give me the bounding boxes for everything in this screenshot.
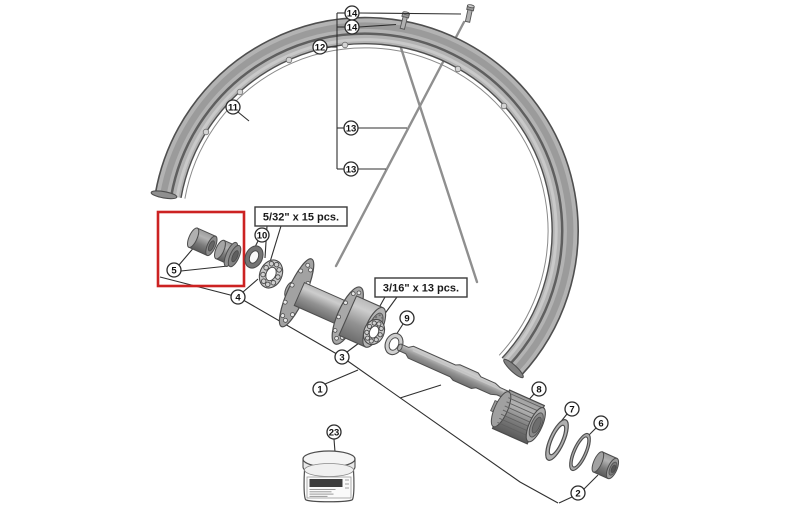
jar-label-text-lines [309,489,336,497]
callout-14-second: 14 [344,19,360,35]
callout-2: 2 [570,485,586,501]
callout-23: 23 [326,424,342,440]
callout-10: 10 [254,227,270,243]
svg-text:1: 1 [317,384,323,395]
wheel-rim [150,16,579,379]
callout-11: 11 [225,99,241,115]
svg-text:3: 3 [339,352,344,363]
bearing-balls-left [260,261,282,288]
spoke-size-label-left-box [254,206,348,227]
callout-4: 4 [230,289,246,305]
callout-9: 9 [399,310,415,326]
rim-end-face-right [503,358,524,379]
rim-outer-shade [160,22,574,373]
callout-13-upper: 13 [343,120,359,136]
callout-5: 5 [166,262,182,278]
svg-text:6: 6 [598,418,603,429]
rim-inner-highlight [175,38,558,362]
svg-text:2: 2 [575,488,580,499]
rim-end-face-left [150,190,178,200]
svg-text:13: 13 [346,164,357,175]
part-washer [545,419,569,461]
rim-outer-edge [154,16,579,377]
svg-text:11: 11 [228,102,239,113]
callout-6: 6 [593,415,609,431]
svg-text:9: 9 [404,313,409,324]
svg-text:13: 13 [346,123,357,134]
spoke-size-label-left: 5/32" x 15 pcs. [254,206,348,227]
jar-label-ticks [345,479,349,489]
callout-leader-lines-top [237,12,462,170]
spokes [334,20,479,284]
bearing-balls-right [364,320,384,344]
assembly-leader-lines [159,225,599,504]
rim-nipple-holes [202,41,508,136]
part-seal-ring-left [244,245,264,269]
callout-1: 1 [312,381,328,397]
callout-7: 7 [564,401,580,417]
svg-text:10: 10 [257,230,268,241]
svg-text:23: 23 [329,427,340,438]
spoke-size-label-left-text: 5/32" x 15 pcs. [263,212,339,224]
svg-text:7: 7 [569,404,574,415]
svg-text:12: 12 [315,42,326,53]
jar-label-band [309,479,343,487]
highlight-box [156,210,246,288]
callout-13-lower: 13 [343,161,359,177]
svg-text:14: 14 [347,8,358,19]
rim-band [155,17,579,376]
svg-text:5: 5 [171,265,177,276]
svg-text:8: 8 [536,384,541,395]
part-ball-retainer-right [362,318,386,346]
part-seal-ring-right [384,332,404,356]
callout-14-top: 14 [344,5,360,21]
part-freehub-body [490,389,546,445]
callout-8: 8 [531,381,547,397]
part-end-cap-flanged [213,239,242,268]
spoke-size-label-right: 3/16" x 13 pcs. [374,277,468,298]
callout-3: 3 [334,349,350,365]
spoke-size-label-right-box [374,277,468,298]
spoke-size-label-right-text: 3/16" x 13 pcs. [383,283,459,295]
rim-channel-line [169,32,564,366]
svg-text:14: 14 [347,22,358,33]
part-o-ring [569,432,591,472]
spoke-left-crossing [334,20,466,268]
spoke-nipple-right [464,4,475,23]
svg-text:4: 4 [235,292,241,303]
part-hub-body [278,258,387,348]
part-end-cap-right [591,451,620,480]
part-grease-jar [302,450,356,503]
part-ball-retainer-left [258,259,284,289]
axle-pointer-line [399,384,442,399]
part-end-cap-small [187,227,218,257]
spoke-right-crossing [399,46,479,284]
callout-12: 12 [312,39,328,55]
